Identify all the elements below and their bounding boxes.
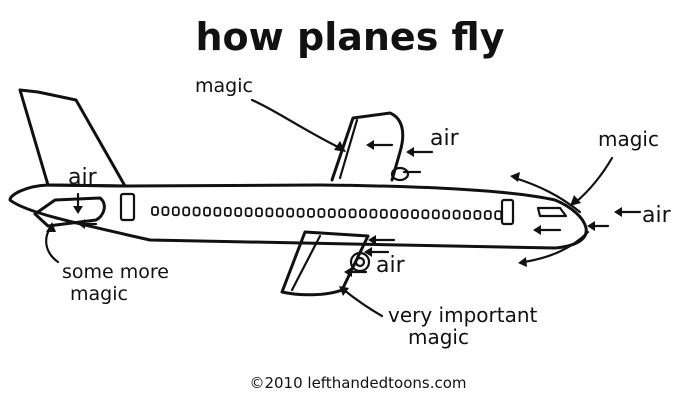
passenger-window xyxy=(171,206,180,217)
label-air-tail: air xyxy=(68,165,98,190)
passenger-window xyxy=(234,207,243,217)
passenger-window xyxy=(400,209,409,219)
arrow-air-tail-2-head xyxy=(78,219,85,229)
passenger-window xyxy=(442,209,451,220)
passenger-window xyxy=(390,208,399,219)
passenger-window xyxy=(369,208,378,219)
passenger-window xyxy=(463,209,471,220)
arrow-air-wing-bottom-head xyxy=(368,235,376,245)
arrow-air-wing-top-head xyxy=(406,147,414,157)
airflow-nose-upper xyxy=(513,176,582,214)
passenger-window xyxy=(473,209,482,220)
passenger-window xyxy=(359,208,367,219)
label-very-important-1: very important xyxy=(388,303,538,327)
label-some-more-magic-1: some more xyxy=(62,261,169,283)
passenger-window xyxy=(494,210,503,221)
arrow-some-more-magic xyxy=(45,226,60,264)
passenger-window xyxy=(192,206,201,217)
passenger-window xyxy=(338,208,347,219)
passenger-window xyxy=(483,210,492,220)
passenger-window xyxy=(255,207,263,218)
wing-bottom-flap xyxy=(290,234,322,292)
airplane-drawing xyxy=(8,88,588,297)
passenger-window xyxy=(348,208,357,219)
label-air-nose: air xyxy=(642,203,672,228)
passenger-window xyxy=(421,209,430,220)
rear-door xyxy=(119,192,136,222)
arrow-very-important-head xyxy=(339,286,349,296)
engine-bottom-core xyxy=(354,256,366,268)
passenger-window xyxy=(379,208,388,219)
front-door xyxy=(500,198,515,226)
passenger-window xyxy=(244,207,253,218)
passenger-window xyxy=(275,207,284,218)
diagram-title: how planes fly xyxy=(196,15,505,59)
engine-top xyxy=(390,166,410,182)
label-magic-nose: magic xyxy=(598,127,659,151)
passenger-window xyxy=(296,207,305,218)
passenger-window xyxy=(307,207,315,218)
arrow-air-wing-bottom-2-head xyxy=(364,247,372,257)
arrow-magic-nose-head xyxy=(570,195,581,206)
label-air-wing-top: air xyxy=(430,126,460,151)
credit-text: ©2010 lefthandedtoons.com xyxy=(249,374,466,392)
cockpit-window xyxy=(536,206,568,218)
arrow-air-wing-top-2-head xyxy=(366,140,374,150)
horizontal-stabilizer xyxy=(33,196,106,228)
passenger-window xyxy=(411,209,419,220)
passenger-window xyxy=(431,209,440,220)
passenger-window xyxy=(151,206,159,216)
passenger-window xyxy=(182,206,191,217)
airflow-nose-lower xyxy=(522,230,590,264)
passenger-window xyxy=(213,206,222,217)
passenger-window xyxy=(223,206,232,217)
passenger-window xyxy=(161,206,170,217)
label-magic-top: magic xyxy=(195,75,253,97)
arrow-air-nose-2-head xyxy=(587,221,595,231)
wing-top xyxy=(330,111,405,182)
airflow-nose-upper-head xyxy=(510,172,520,182)
arrow-magic-top xyxy=(250,98,342,150)
passenger-window xyxy=(317,208,326,218)
airflow-nose-mid-head xyxy=(533,225,541,235)
passenger-windows xyxy=(151,206,503,221)
label-air-wing-bottom: air xyxy=(376,253,406,278)
arrow-some-more-magic-head xyxy=(46,222,56,232)
passenger-window xyxy=(286,207,295,218)
arrow-air-wing-bottom-3-head xyxy=(344,267,352,277)
label-very-important-2: magic xyxy=(408,325,469,349)
arrow-air-tail-head xyxy=(73,206,83,214)
airflow-nose-lower-head xyxy=(518,257,527,267)
label-some-more-magic-2: magic xyxy=(70,283,128,305)
arrow-air-nose-head xyxy=(614,207,622,217)
passenger-window xyxy=(265,207,274,218)
passenger-window xyxy=(203,206,211,217)
arrow-magic-top-head xyxy=(334,141,346,152)
passenger-window xyxy=(327,208,336,219)
arrow-magic-nose xyxy=(574,156,614,204)
wing-top-flap xyxy=(338,118,359,180)
passenger-window xyxy=(452,209,461,220)
annotation-arrows xyxy=(45,98,642,318)
arrow-very-important xyxy=(342,288,384,318)
